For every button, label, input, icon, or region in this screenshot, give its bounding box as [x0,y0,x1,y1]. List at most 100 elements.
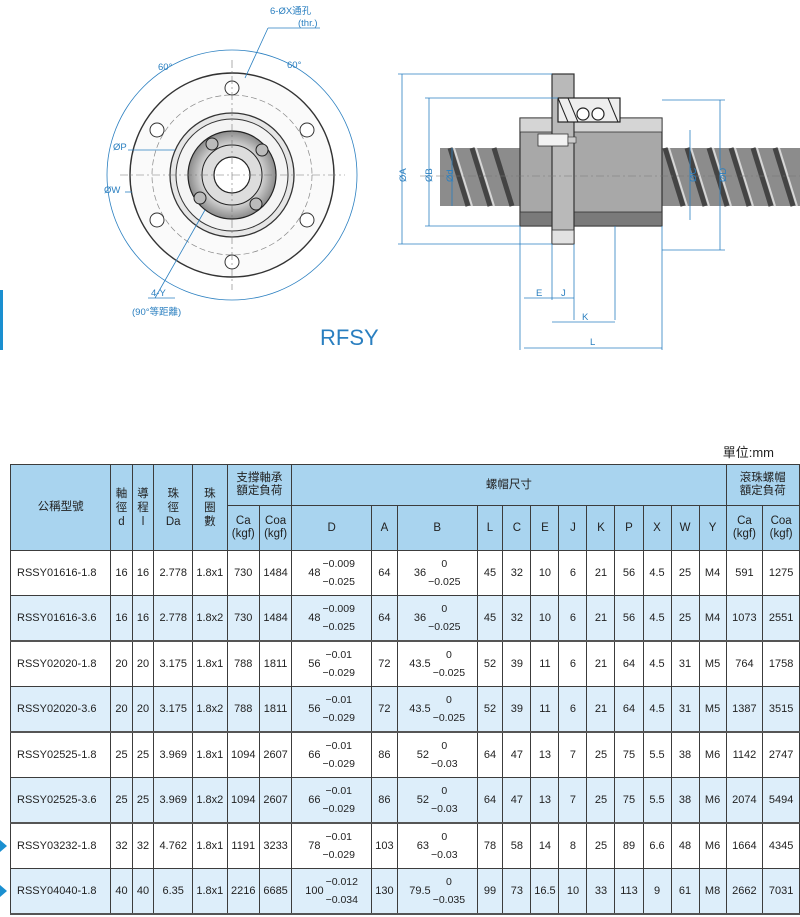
cell-lead: 16 [131,550,155,596]
cell-nut-coa: 2747 [762,731,800,778]
cell-support-ca: 788 [226,686,260,733]
cell-k: 21 [586,640,616,687]
cell-x: 4.5 [642,640,672,687]
cell-ball-dia: 3.969 [153,731,194,778]
cell-lead: 20 [131,640,155,687]
cell-e: 11 [530,686,560,733]
cell-l: 64 [476,731,504,778]
col-support-load: 支撐軸承 額定負荷 [226,464,293,506]
cell-support-ca: 730 [226,595,260,642]
cell-j: 6 [558,686,588,733]
cell-circuits: 1.8x1 [192,550,228,596]
cell-ball-dia: 4.762 [153,822,194,869]
cell-p: 64 [614,640,644,687]
tapped-hole [193,191,207,205]
dim-d-label: Ød [445,169,456,182]
cell-d-tolerance: 78−0.01−0.029 [291,822,372,869]
cell-l: 78 [476,822,504,869]
cell-x: 5.5 [642,777,672,824]
cell-p: 56 [614,595,644,642]
col-dim-w: W [670,505,700,551]
col-dim-j: J [558,505,588,551]
cell-p: 89 [614,822,644,869]
cell-e: 10 [530,550,560,596]
cell-nut-coa: 1275 [762,550,800,596]
cell-y: M4 [698,550,727,596]
cell-e: 13 [530,777,560,824]
cell-nut-ca: 1142 [725,731,764,778]
angle-right: 60° [287,60,302,71]
cell-circuits: 1.8x1 [192,868,228,915]
col-dim-c: C [502,505,532,551]
cell-nut-ca: 1387 [725,686,764,733]
cell-a: 64 [370,595,398,642]
cell-model: RSSY02525-1.8 [9,731,112,778]
cell-shaft-dia: 20 [110,640,133,687]
cell-c: 39 [502,640,532,687]
cell-e: 11 [530,640,560,687]
cell-c: 32 [502,550,532,596]
cell-j: 7 [558,731,588,778]
cell-y: M6 [698,822,727,869]
cell-nut-ca: 1664 [725,822,764,869]
cell-support-ca: 1094 [226,731,260,778]
cell-support-coa: 2607 [258,731,293,778]
cell-model: RSSY03232-1.8 [9,822,112,869]
cell-lead: 25 [131,777,155,824]
model-title: RFSY [320,325,379,350]
tap-callout-sub: (90°等距離) [132,306,181,318]
cell-k: 21 [586,595,616,642]
cell-a: 72 [370,686,398,733]
front-view-drawing: 6-ØX通孔 (thr.) 60° 60° ØP ØW 4-Y (90°等距離) [104,6,358,318]
cell-model: RSSY02525-3.6 [9,777,112,824]
cell-j: 10 [558,868,588,915]
cell-w: 25 [670,595,700,642]
cell-l: 64 [476,777,504,824]
cell-l: 52 [476,640,504,687]
col-dim-a: A [370,505,398,551]
cell-circuits: 1.8x2 [192,686,228,733]
col-dim-d: D [291,505,372,551]
cell-d-tolerance: 100−0.012−0.034 [291,868,372,915]
cell-nut-coa: 3515 [762,686,800,733]
dim-e-label: E [536,288,542,299]
cell-shaft-dia: 32 [110,822,133,869]
cell-c: 58 [502,822,532,869]
col-dim-x: X [642,505,672,551]
cell-a: 72 [370,640,398,687]
col-model: 公稱型號 [9,464,112,551]
cell-l: 45 [476,595,504,642]
cell-support-ca: 2216 [226,868,260,915]
cell-j: 6 [558,595,588,642]
hole-callout-sub: (thr.) [298,18,318,29]
row-marker-icon [0,839,7,852]
cell-shaft-dia: 20 [110,686,133,733]
cell-lead: 20 [131,686,155,733]
dim-l-label: L [590,337,595,348]
cell-nut-coa: 4345 [762,822,800,869]
cell-lead: 25 [131,731,155,778]
cell-x: 4.5 [642,686,672,733]
dim-p-label: ØP [113,142,127,153]
dim-k-label: K [582,312,589,323]
cell-l: 45 [476,550,504,596]
cell-support-ca: 1191 [226,822,260,869]
cell-c: 47 [502,777,532,824]
cell-nut-coa: 2551 [762,595,800,642]
cell-shaft-dia: 40 [110,868,133,915]
tapped-hole [205,137,219,151]
cell-w: 38 [670,777,700,824]
cell-d-tolerance: 66−0.01−0.029 [291,777,372,824]
cell-shaft-dia: 16 [110,595,133,642]
cell-shaft-dia: 16 [110,550,133,596]
cell-support-coa: 1484 [258,550,293,596]
angle-left: 60° [158,62,173,73]
cell-a: 103 [370,822,398,869]
cell-j: 8 [558,822,588,869]
